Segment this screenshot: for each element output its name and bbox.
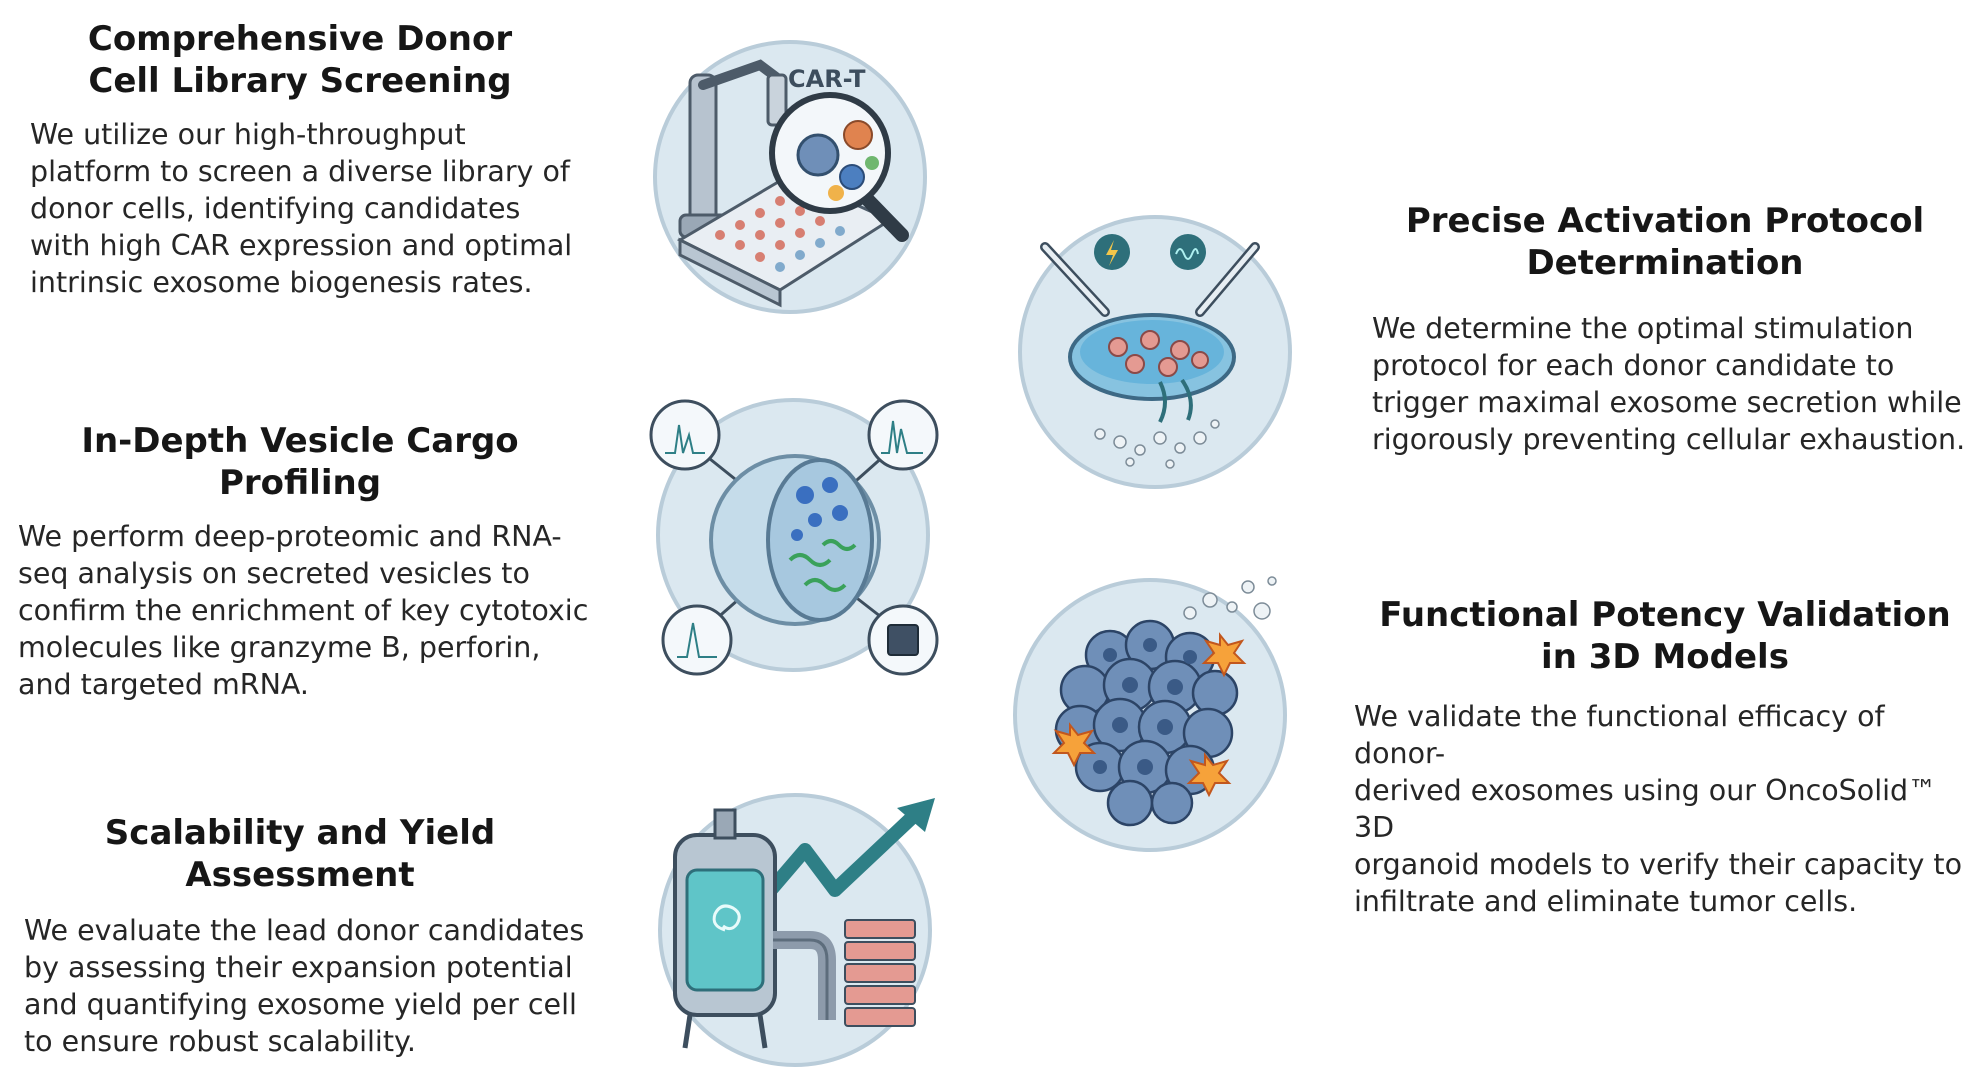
step-4-description: We determine the optimal stimulation pro… bbox=[1372, 312, 1966, 456]
step-1-title-line-2: Cell Library Screening bbox=[88, 61, 512, 101]
step-5-title: Functional Potency Validation in 3D Mode… bbox=[1379, 595, 1951, 677]
exosome-cross-section-spectra-icon bbox=[649, 398, 939, 676]
step-1-title: Comprehensive Donor Cell Library Screeni… bbox=[20, 18, 580, 102]
step-5-text: Functional Potency Validation in 3D Mode… bbox=[1350, 594, 1980, 920]
step-2-text: In-Depth Vesicle Cargo Profiling We perf… bbox=[10, 420, 590, 703]
car-t-label: CAR-T bbox=[788, 65, 866, 93]
step-1-text: Comprehensive Donor Cell Library Screeni… bbox=[20, 18, 580, 301]
step-2-description: We perform deep-proteomic and RNA- seq a… bbox=[18, 520, 589, 701]
step-5-description: We validate the functional efficacy of d… bbox=[1354, 700, 1963, 918]
step-3-title: Scalability and Yield Assessment bbox=[104, 813, 496, 895]
step-1-description: We utilize our high-throughput platform … bbox=[30, 118, 573, 299]
step-1-title-line-1: Comprehensive Donor bbox=[87, 19, 513, 59]
step-2-title: In-Depth Vesicle Cargo Profiling bbox=[81, 421, 519, 503]
lab-robot-microplate-magnifier-icon: CAR-T bbox=[653, 40, 927, 314]
petri-dish-stimulation-icon bbox=[1018, 215, 1292, 489]
step-3-description: We evaluate the lead donor candidates by… bbox=[24, 914, 585, 1058]
step-3-text: Scalability and Yield Assessment We eval… bbox=[10, 812, 590, 1060]
bioreactor-growth-arrow-flasks-icon bbox=[658, 793, 935, 1067]
step-4-text: Precise Activation Protocol Determinatio… bbox=[1360, 200, 1970, 458]
step-4-title: Precise Activation Protocol Determinatio… bbox=[1405, 201, 1925, 283]
tumor-organoid-icon bbox=[1013, 576, 1287, 852]
